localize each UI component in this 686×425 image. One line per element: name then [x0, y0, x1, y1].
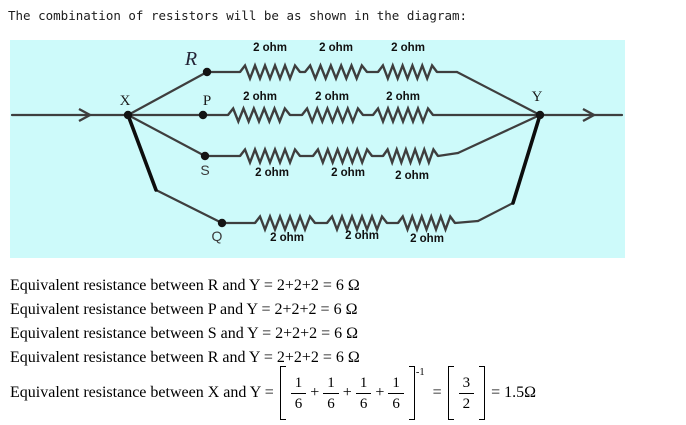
equation-result: = 1.5Ω [491, 384, 537, 401]
final-equation-line: Equivalent resistance between X and Y = … [10, 366, 536, 420]
resistor-value-label: 2 ohm [255, 167, 289, 179]
equation-prefix: Equivalent resistance between X and Y = [10, 384, 274, 401]
resistor-value-label: 2 ohm [391, 42, 425, 54]
bracket-group-sum: 1 6 + 1 6 + 1 6 + 1 6 [279, 366, 415, 420]
equivalent-resistance-line: Equivalent resistance between P and Y = … [10, 301, 358, 318]
terminal-label-y: Y [531, 89, 543, 105]
resistor-value-label: 2 ohm [345, 230, 379, 242]
plus-operator: + [342, 384, 352, 401]
fraction: 1 6 [388, 374, 404, 413]
resistor-value-label: 2 ohm [270, 232, 304, 244]
node-label-p: P [202, 93, 212, 109]
page-title: The combination of resistors will be as … [8, 8, 468, 23]
resistor-value-label: 2 ohm [410, 233, 444, 245]
fraction: 1 6 [355, 374, 372, 413]
resistor-value-label: 2 ohm [315, 91, 349, 103]
resistor-value-label: 2 ohm [331, 167, 365, 179]
left-bracket [447, 366, 454, 420]
plus-operator: + [310, 384, 320, 401]
resistor-value-label: 2 ohm [319, 42, 353, 54]
equivalent-resistance-line: Equivalent resistance between S and Y = … [10, 325, 359, 342]
bracket-group-result: 3 2 [447, 366, 486, 420]
fraction: 1 6 [290, 374, 307, 413]
right-bracket [408, 366, 415, 420]
resistor-value-label: 2 ohm [243, 91, 277, 103]
fraction: 1 6 [323, 374, 339, 413]
plus-operator: + [375, 384, 385, 401]
equivalent-resistance-line: Equivalent resistance between R and Y = … [10, 277, 360, 294]
node-label-s: S [200, 162, 210, 178]
node-label-r: R [184, 48, 198, 70]
equivalent-resistance-line: Equivalent resistance between R and Y = … [10, 349, 360, 366]
node-label-q: Q [211, 228, 223, 244]
right-bracket [479, 366, 486, 420]
equals-sign: = [432, 384, 442, 401]
resistor-value-label: 2 ohm [386, 91, 420, 103]
left-bracket [279, 366, 286, 420]
solution-text-block: Equivalent resistance between R and Y = … [10, 274, 680, 370]
fraction: 3 2 [458, 374, 475, 413]
exponent: -1 [415, 367, 425, 378]
terminal-label-x: X [119, 93, 131, 109]
circuit-diagram: X Y R P S Q 2 ohm 2 ohm 2 ohm 2 ohm 2 oh… [10, 40, 625, 258]
circuit-wires-graphic [10, 62, 624, 233]
resistor-value-label: 2 ohm [395, 170, 429, 182]
resistor-value-label: 2 ohm [253, 42, 287, 54]
